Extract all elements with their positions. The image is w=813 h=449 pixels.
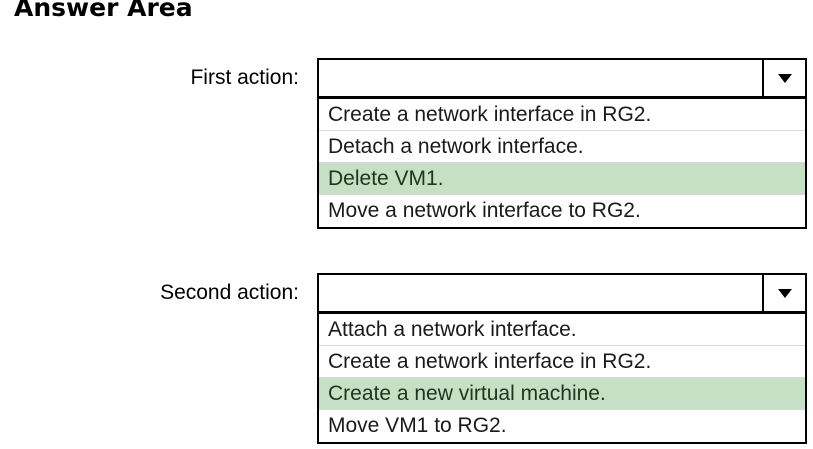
list-item[interactable]: Move VM1 to RG2. xyxy=(319,410,805,442)
list-item[interactable]: Create a network interface in RG2. xyxy=(319,99,805,131)
list-item[interactable]: Create a new virtual machine. xyxy=(319,378,805,410)
list-item[interactable]: Move a network interface to RG2. xyxy=(319,195,805,227)
chevron-down-icon xyxy=(777,288,792,298)
list-item[interactable]: Attach a network interface. xyxy=(319,314,805,346)
list-item[interactable]: Create a network interface in RG2. xyxy=(319,346,805,378)
list-item[interactable]: Delete VM1. xyxy=(319,163,805,195)
first-action-dropdown: Create a network interface in RG2. Detac… xyxy=(317,58,807,229)
first-action-label: First action: xyxy=(190,66,299,89)
first-action-dropdown-button[interactable] xyxy=(762,60,805,96)
second-action-dropdown: Attach a network interface. Create a net… xyxy=(317,273,807,444)
second-action-dropdown-button[interactable] xyxy=(762,275,805,311)
list-item[interactable]: Detach a network interface. xyxy=(319,131,805,163)
second-action-label: Second action: xyxy=(160,281,299,304)
second-action-combobox[interactable] xyxy=(317,273,807,313)
chevron-down-icon xyxy=(777,73,792,83)
page-title: Answer Area xyxy=(14,0,193,22)
first-action-combobox[interactable] xyxy=(317,58,807,98)
second-action-option-list: Attach a network interface. Create a net… xyxy=(317,312,807,444)
first-action-option-list: Create a network interface in RG2. Detac… xyxy=(317,97,807,229)
